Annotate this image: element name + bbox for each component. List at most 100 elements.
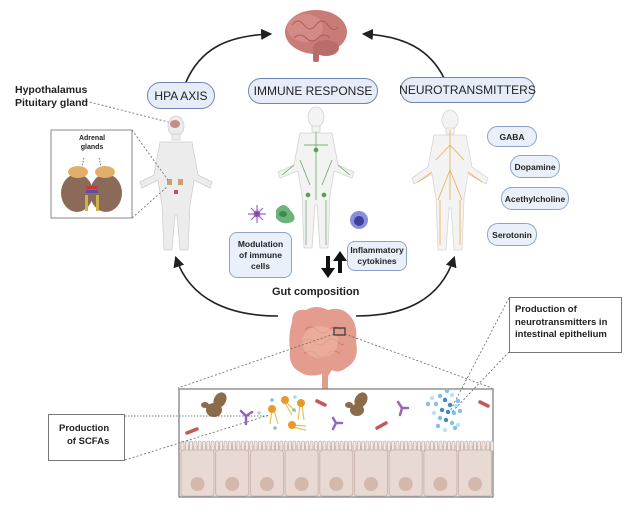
scfa-callout: Production of SCFAs <box>48 414 125 461</box>
gut-composition-label: Gut composition <box>272 286 360 298</box>
neurotransmitter-dot <box>442 427 448 433</box>
epithelial-cell <box>215 449 250 497</box>
microvillus <box>485 440 490 452</box>
adrenal-glands-label: Adrenal glands <box>72 134 112 152</box>
neurotransmitter-dot <box>437 393 443 399</box>
microvillus <box>258 440 262 452</box>
neurotransmitter-dot <box>449 392 455 398</box>
microvillus <box>301 440 305 452</box>
neurotransmitter-production-callout: Production of neurotransmitters in intes… <box>509 297 622 353</box>
microvillus <box>374 440 378 452</box>
arrow-gut-to-hpa <box>173 255 279 317</box>
microvillus <box>434 440 439 452</box>
neurotransmitter-dot <box>453 403 459 409</box>
microvillus <box>197 440 202 452</box>
dendritic-cell-icon <box>248 205 266 223</box>
microvillus <box>335 440 340 452</box>
scfa-text-2: of SCFAs <box>67 435 110 447</box>
scfa-molecules-icon <box>257 395 307 431</box>
neurotransmitter-dot <box>429 395 435 401</box>
neurotransmitter-dot <box>445 409 451 415</box>
scfa-text-1: Production <box>59 423 110 434</box>
microvillus <box>391 440 396 452</box>
nt-callout-text-1: Production of <box>515 304 577 315</box>
cell-nucleus <box>364 477 378 491</box>
microvillus <box>253 440 258 452</box>
neurotransmitter-dot <box>451 410 457 416</box>
microvillus <box>266 440 271 452</box>
microvillus <box>206 440 211 452</box>
neurotransmitter-dot <box>442 397 448 403</box>
microvillus <box>473 440 477 452</box>
acetylcholine-pill: Acethylcholine <box>501 187 569 210</box>
microvillus <box>404 440 408 452</box>
microvillus <box>421 440 426 452</box>
microvillus <box>292 440 297 452</box>
microvillus <box>202 440 206 452</box>
bacteria-icon <box>201 392 368 417</box>
cell-nucleus <box>398 477 413 491</box>
microvillus <box>447 440 451 452</box>
microvillus <box>249 440 254 452</box>
neurotransmitter-dot <box>444 388 450 394</box>
inflammatory-cytokines-box: Inflammatory cytokines <box>347 241 407 271</box>
arrow-hpa-to-brain <box>185 28 273 83</box>
hypothalamus-label: Hypothalamus Pituitary gland <box>15 84 88 110</box>
modulation-text-2: of immune <box>239 249 282 260</box>
epithelial-cell <box>319 449 354 497</box>
microvillus <box>240 440 245 452</box>
neurotransmitters-label: NEUROTRANSMITTERS <box>399 77 536 103</box>
neurotransmitter-dot <box>431 410 437 416</box>
antibody-icon <box>239 400 410 431</box>
microvillus <box>189 440 193 452</box>
microvillus <box>236 440 241 452</box>
neurotransmitter-dot <box>447 402 453 408</box>
microvillus <box>361 440 365 452</box>
cell-nucleus <box>190 477 205 491</box>
microvillus <box>365 440 370 452</box>
modulation-text-1: Modulation <box>237 238 284 249</box>
epithelial-cell <box>458 449 493 497</box>
intestine-icon <box>289 307 357 394</box>
epithelial-cell <box>354 449 388 497</box>
microvillus <box>245 440 249 452</box>
microvillus <box>382 440 387 452</box>
microvillus <box>262 440 267 452</box>
human-body-hpa <box>139 115 213 251</box>
cell-nucleus <box>329 477 344 491</box>
immune-response-label: IMMUNE RESPONSE <box>248 78 378 104</box>
microvillus <box>326 440 331 452</box>
microvillus <box>451 440 456 452</box>
nt-callout-text-3: intestinal epithelium <box>515 329 607 340</box>
microvillus <box>417 440 421 452</box>
neurotransmitter-dot <box>425 401 431 407</box>
nervous-system-icon <box>417 130 483 245</box>
cytokines-text-2: cytokines <box>357 256 397 266</box>
rod-bacteria-icon <box>185 399 490 435</box>
neurotransmitter-dot <box>435 423 441 429</box>
microvillus <box>425 440 430 452</box>
microvillus <box>408 440 413 452</box>
microvillus <box>352 440 357 452</box>
lymphocyte-icon <box>350 211 368 229</box>
bidirectional-arrows-icon <box>321 251 347 278</box>
microvillus <box>305 440 310 452</box>
microvillus <box>369 440 374 452</box>
microvillus <box>460 440 464 452</box>
hpa-axis-label: HPA AXIS <box>147 82 215 109</box>
nt-callout-text-2: neurotransmitters in <box>515 316 608 328</box>
microvillus <box>477 440 482 452</box>
neurotransmitter-dot <box>449 420 455 426</box>
microvillus <box>275 440 279 452</box>
cell-nucleus <box>225 477 240 491</box>
microvillus <box>210 440 215 452</box>
microvillus <box>283 440 288 452</box>
microvillus <box>468 440 473 452</box>
adrenal-text: Adrenal <box>78 135 106 142</box>
hypothalamus-text: Hypothalamus <box>15 84 88 96</box>
neurotransmitter-dot <box>433 401 439 407</box>
cell-nucleus <box>259 477 274 491</box>
pituitary-text: Pituitary gland <box>15 97 88 109</box>
microvillus <box>318 440 322 452</box>
dopamine-pill: Dopamine <box>510 155 560 178</box>
